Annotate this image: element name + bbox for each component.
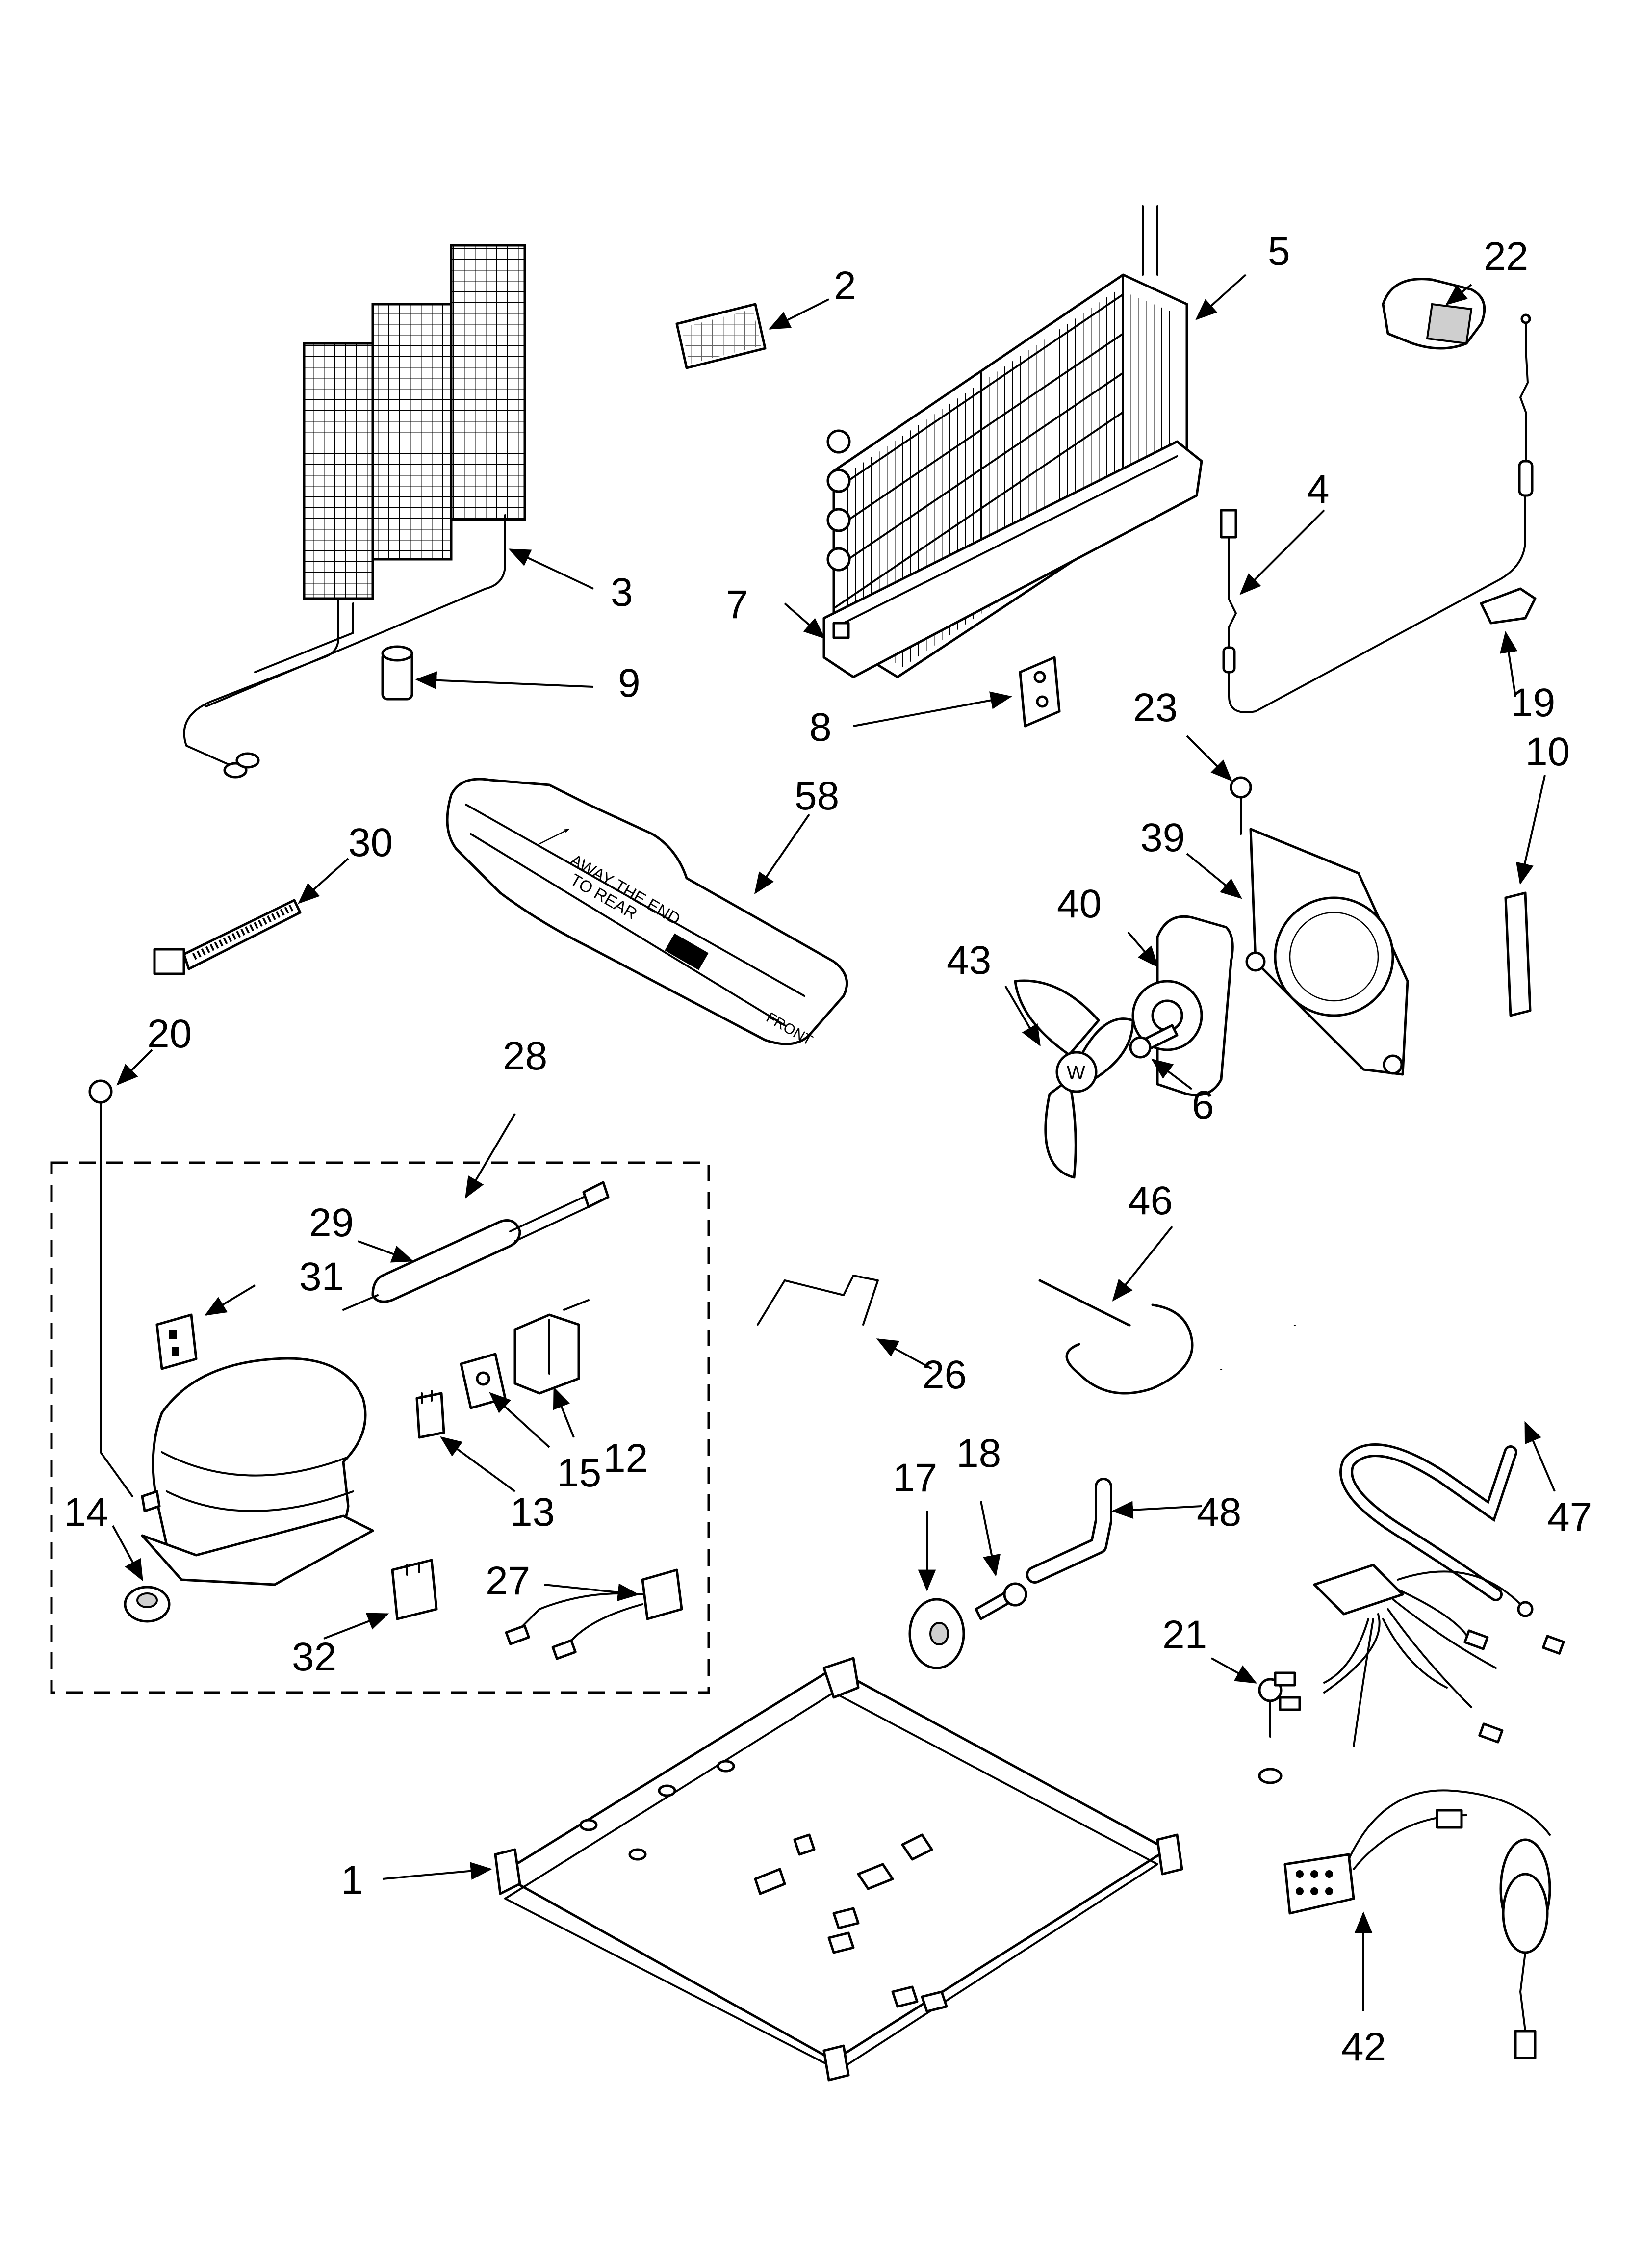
callout-19: 19 [1511, 680, 1555, 725]
callout-29: 29 [309, 1200, 354, 1245]
callout-13: 13 [510, 1490, 555, 1535]
callout-21: 21 [1162, 1613, 1207, 1657]
callout-14: 14 [64, 1490, 108, 1535]
callout-2: 2 [834, 263, 856, 308]
callout-39: 39 [1140, 815, 1185, 860]
callout-30: 30 [348, 820, 393, 865]
foam-strip [1504, 891, 1532, 1017]
ground-wire [100, 1137, 133, 1497]
thermistor-wire [1220, 313, 1534, 713]
callout-31: 31 [299, 1254, 344, 1299]
callout-9: 9 [618, 661, 641, 705]
wire-clip [1480, 587, 1537, 625]
roller-wheel [908, 1598, 965, 1669]
compressor-connector [155, 1313, 198, 1370]
callout-1: 1 [341, 1858, 363, 1903]
drain-elbow [1026, 1478, 1112, 1584]
callout-47: 47 [1547, 1495, 1592, 1539]
sensor-cap [1382, 278, 1486, 350]
compressor-grommet [124, 1586, 171, 1623]
compressor-kit-box [50, 1161, 710, 1694]
condenser-coil [183, 244, 526, 779]
callout-17: 17 [893, 1456, 937, 1500]
water-tube [1339, 1443, 1517, 1601]
callout-12: 12 [603, 1436, 648, 1481]
leader-lines [112, 274, 1556, 2011]
relay-cover [513, 1299, 590, 1395]
harness-screw [1258, 1678, 1283, 1784]
base-frame [494, 1657, 1183, 2082]
callout-18: 18 [956, 1431, 1001, 1476]
callout-22: 22 [1484, 234, 1528, 279]
evaporator-trough [822, 440, 1203, 678]
drier-cylinder [381, 645, 413, 701]
run-capacitor [391, 1559, 438, 1620]
callout-46: 46 [1128, 1178, 1173, 1223]
callout-42: 42 [1341, 2025, 1386, 2069]
fan-blade: W [1014, 979, 1134, 1179]
callout-32: 32 [292, 1635, 336, 1679]
ground-screw [88, 1079, 113, 1139]
fan-shroud [1245, 828, 1409, 1076]
callout-26: 26 [922, 1353, 967, 1397]
callout-8: 8 [809, 705, 832, 750]
callout-3: 3 [611, 570, 633, 615]
callout-7: 7 [726, 582, 748, 627]
callout-15: 15 [557, 1451, 601, 1495]
callout-5: 5 [1268, 229, 1290, 274]
callout-numbers: 1 2 3 4 5 6 7 8 9 10 12 13 14 15 17 18 1… [64, 229, 1592, 2069]
drain-pan: AWAY THE END TO REAR FRONT [446, 778, 848, 1049]
callout-40: 40 [1057, 882, 1102, 926]
compressor [141, 1357, 374, 1586]
wire-harness [1274, 1564, 1565, 2059]
start-relay [415, 1390, 445, 1439]
callout-28: 28 [503, 1034, 547, 1078]
cable-tie [153, 899, 302, 975]
callout-58: 58 [795, 774, 839, 818]
roller-axle [975, 1582, 1027, 1620]
callout-27: 27 [486, 1559, 530, 1603]
motor-screw [1129, 1024, 1179, 1059]
callout-6: 6 [1192, 1083, 1214, 1127]
capacitor-harness [505, 1568, 683, 1660]
callout-48: 48 [1197, 1490, 1241, 1535]
shroud-screw [1230, 776, 1252, 835]
callout-23: 23 [1133, 685, 1178, 730]
wire-clip-26 [757, 1275, 879, 1326]
filter-drier [342, 1181, 610, 1311]
mounting-bracket [1019, 656, 1061, 728]
fan-motor [1131, 915, 1234, 1096]
callout-4: 4 [1307, 467, 1330, 512]
callout-43: 43 [947, 938, 991, 983]
callout-20: 20 [147, 1012, 192, 1056]
filter-pad [675, 303, 767, 369]
svg-text:W: W [1067, 1062, 1085, 1084]
condensate-tube [1038, 1194, 1297, 1395]
callout-10: 10 [1525, 730, 1570, 774]
